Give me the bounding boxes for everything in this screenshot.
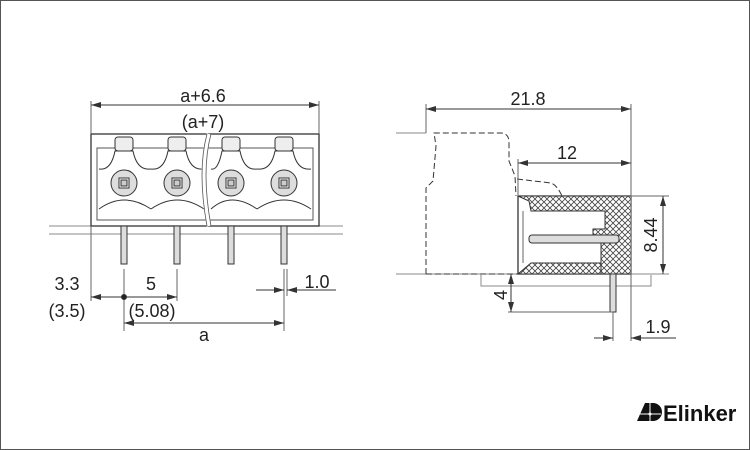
side-view	[396, 104, 676, 341]
terminal-1	[98, 136, 152, 265]
pin-4	[280, 225, 288, 265]
dim-pin-offset: 1.9	[645, 317, 670, 337]
header-pin-horizontal	[528, 234, 620, 244]
terminal-3	[210, 136, 258, 265]
header-pin-vertical	[609, 273, 617, 313]
pin-2	[173, 225, 181, 265]
pin-1	[120, 225, 128, 265]
pin-3	[227, 225, 235, 265]
header-hatched-bottom	[516, 262, 602, 275]
elinker-logo: Elinker	[637, 401, 737, 426]
dim-edge-offset: 3.3	[54, 274, 79, 294]
dim-overall-width-alt: (a+7)	[182, 112, 225, 132]
dim-header-depth: 12	[557, 143, 577, 163]
dim-overall-depth: 21.8	[510, 89, 545, 109]
plug-outline-dashed	[425, 132, 563, 274]
dim-pitch-alt: (5.08)	[128, 301, 175, 321]
terminal-4	[256, 136, 312, 265]
dim-header-height: 8.44	[641, 217, 661, 252]
break-line	[201, 133, 212, 227]
dim-edge-offset-alt: (3.5)	[48, 301, 85, 321]
terminal-2	[150, 136, 205, 265]
front-view	[49, 101, 343, 331]
dim-pin-span: a	[199, 325, 210, 345]
dim-pin-length: 4	[491, 290, 511, 300]
terminals	[98, 136, 312, 265]
dim-pin-width: 1.0	[304, 272, 329, 292]
dim-overall-width: a+6.6	[180, 86, 226, 106]
dim-pitch: 5	[146, 274, 156, 294]
brand-name: Elinker	[663, 401, 737, 426]
